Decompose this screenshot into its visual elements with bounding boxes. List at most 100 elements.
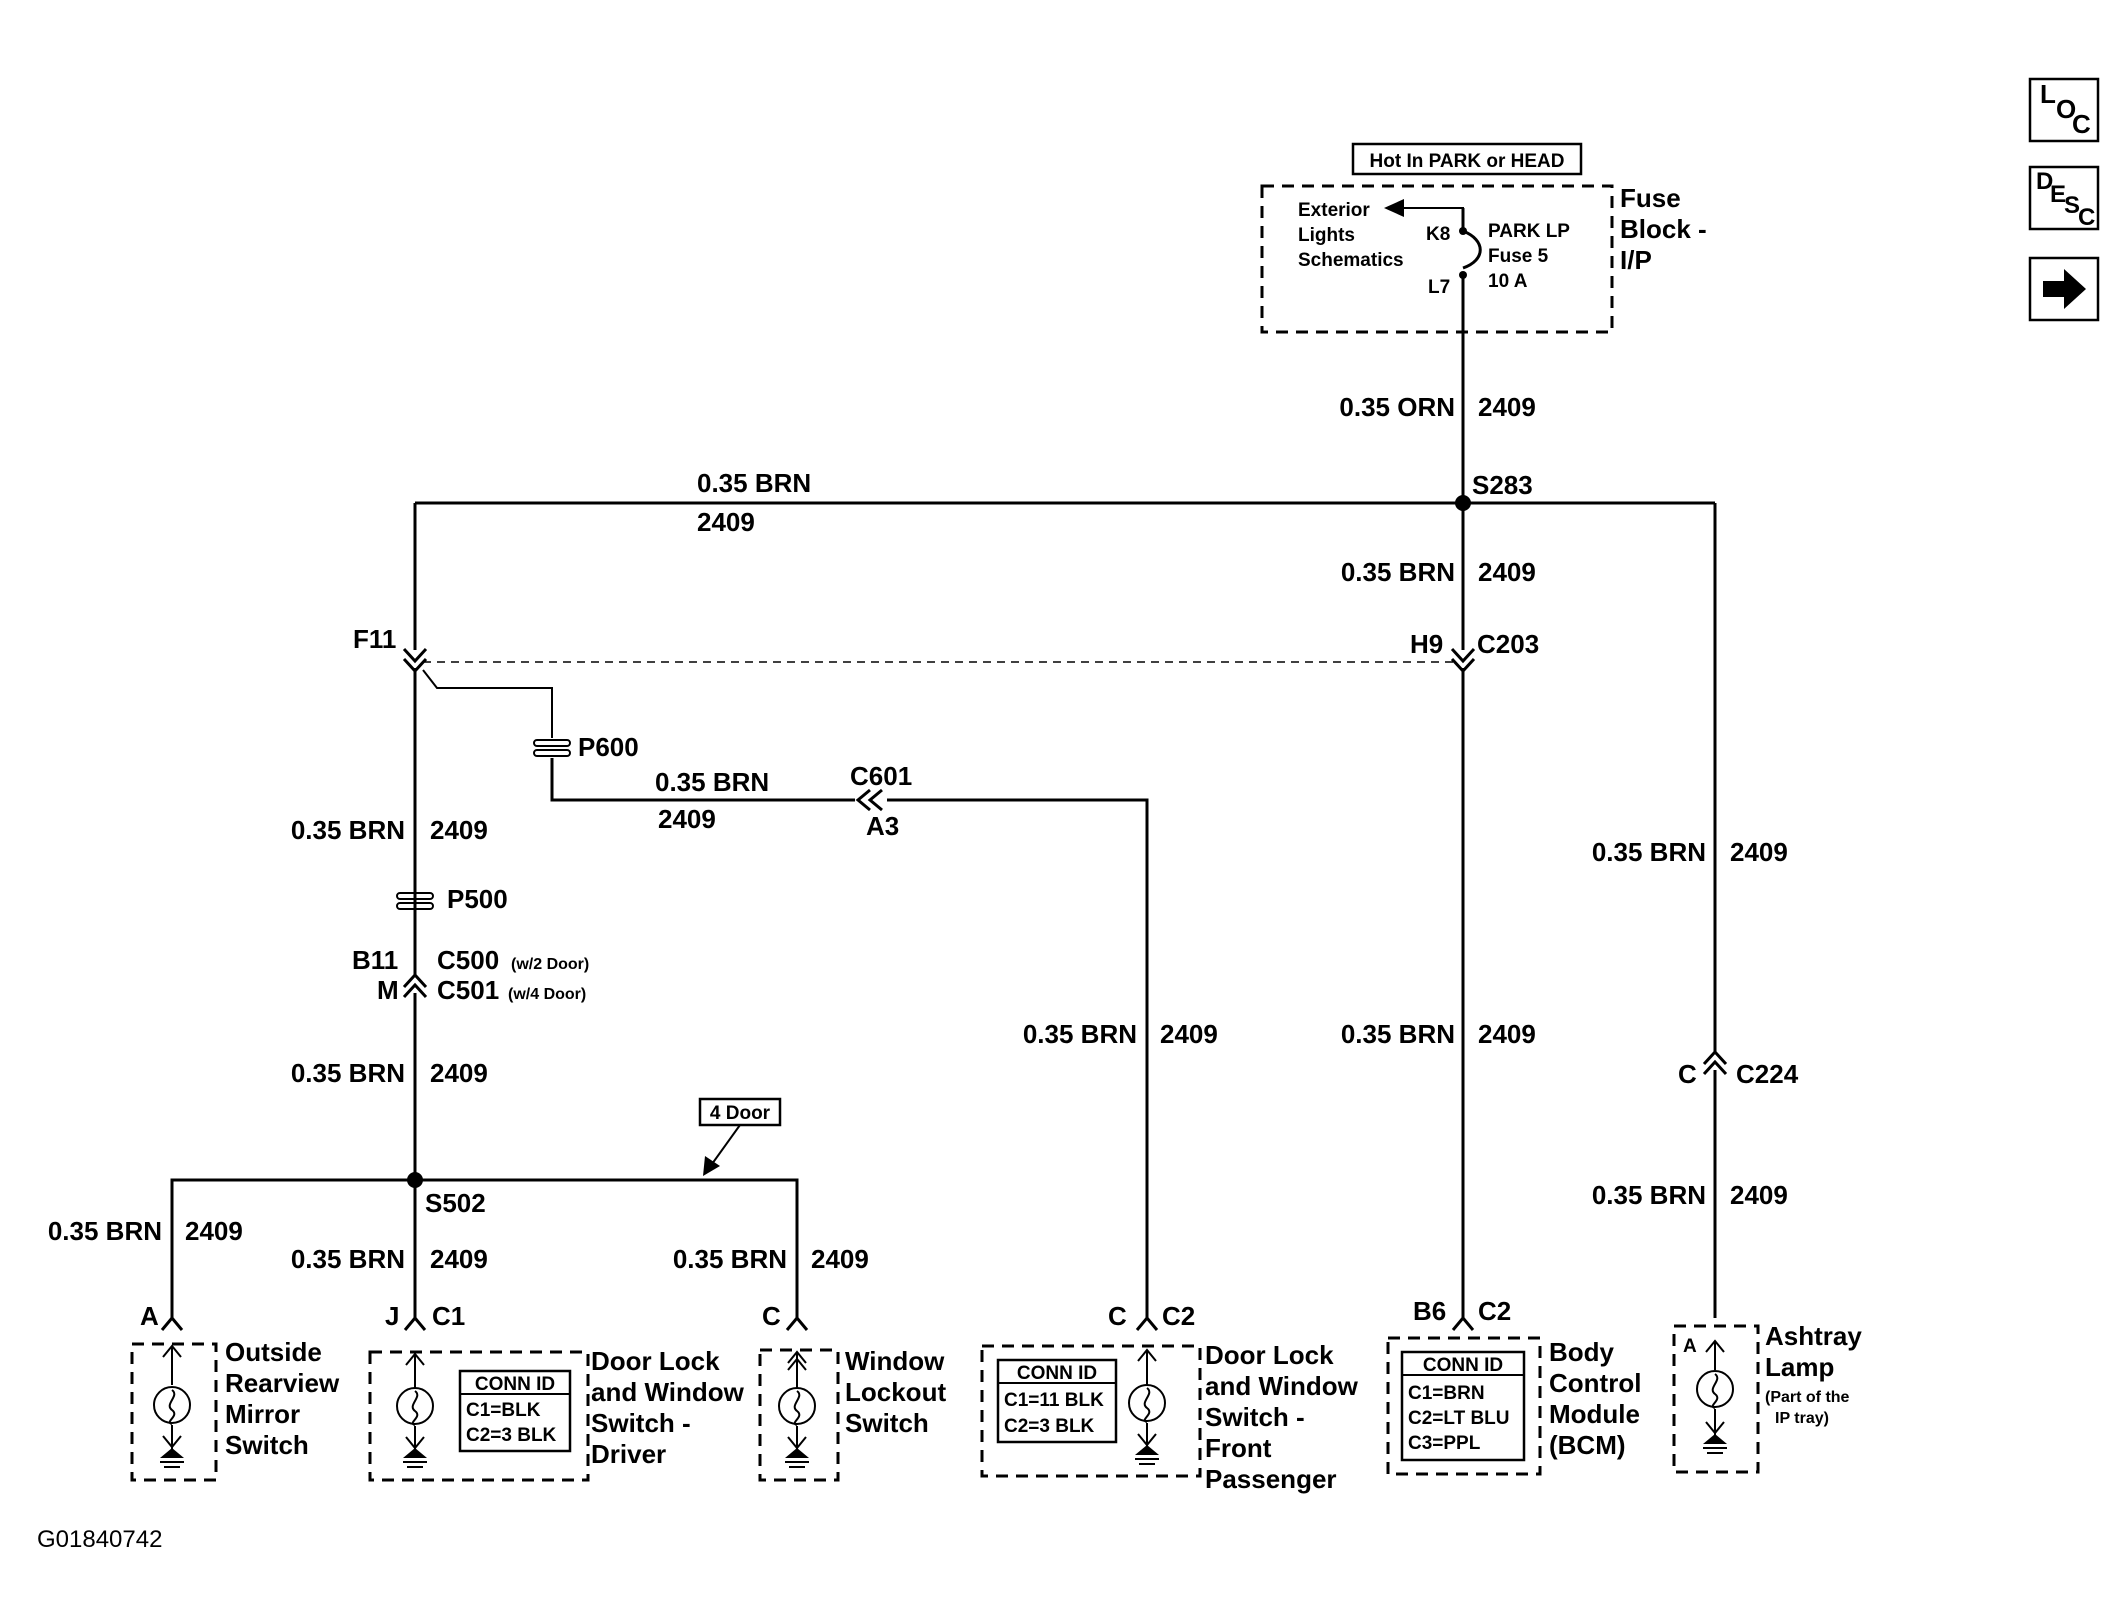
fuse-block-outline xyxy=(1260,184,1614,334)
connector-m-label: M xyxy=(377,975,399,1005)
passenger-conn-id-box xyxy=(996,1358,1118,1444)
driver-name-3: Switch - xyxy=(591,1408,691,1438)
connector-p500-icon xyxy=(396,892,434,910)
loc-button[interactable]: L O C xyxy=(2028,77,2100,143)
ashtray-note-2: IP tray) xyxy=(1775,1410,1829,1427)
bcm-conn-id-title: CONN ID xyxy=(1423,1355,1503,1376)
desc-letter-s: S xyxy=(2064,192,2080,219)
loc-button-box[interactable] xyxy=(2028,77,2100,143)
driver-conn: C1 xyxy=(432,1301,465,1331)
hot-label-box xyxy=(1351,142,1583,176)
wire-label-bcm-brn: 0.35 BRN xyxy=(1341,1019,1455,1049)
ashtray-note-1: (Part of the xyxy=(1765,1389,1850,1406)
four-door-arrow-line xyxy=(711,1124,741,1165)
driver-pin: J xyxy=(385,1301,399,1331)
passenger-name-2: and Window xyxy=(1205,1371,1359,1401)
wire-label-lockout-brn: 0.35 BRN xyxy=(673,1244,787,1274)
bcm-conn-id-c1: C1=BRN xyxy=(1408,1383,1485,1404)
wire-label-c601-circuit: 2409 xyxy=(658,804,716,834)
hot-label: Hot In PARK or HEAD xyxy=(1370,151,1565,172)
driver-name-2: and Window xyxy=(591,1377,745,1407)
driver-terminal-icon xyxy=(403,1315,427,1331)
wire-label-orn: 0.35 ORN xyxy=(1339,392,1455,422)
lockout-name-3: Switch xyxy=(845,1408,929,1438)
connector-p600-icon xyxy=(533,739,571,757)
connector-c203-label: C203 xyxy=(1477,629,1539,659)
bcm-conn-id-box xyxy=(1400,1350,1526,1462)
component-lockout-switch: C Window Lockout Switch xyxy=(758,1301,946,1482)
connector-a3-label: A3 xyxy=(866,811,899,841)
ashtray-pin: A xyxy=(1683,1336,1697,1357)
connector-c500-note: (w/2 Door) xyxy=(511,956,589,973)
wire-labels: 0.35 ORN 2409 0.35 BRN 2409 0.35 BRN 240… xyxy=(48,392,1788,1274)
lockout-ground-icon xyxy=(785,1448,809,1468)
bcm-conn-id-c2: C2=LT BLU xyxy=(1408,1408,1510,1429)
wire-label-f11-circuit: 2409 xyxy=(430,815,488,845)
bcm-name-1: Body xyxy=(1549,1337,1615,1367)
wire-c601-to-passenger xyxy=(887,798,1149,1318)
passenger-outline xyxy=(980,1344,1202,1478)
bcm-name-4: (BCM) xyxy=(1549,1430,1626,1460)
connector-h9-label: H9 xyxy=(1410,629,1443,659)
wire-label-c500-brn: 0.35 BRN xyxy=(291,1058,405,1088)
wire-f11-to-p600 xyxy=(422,669,553,738)
splice-s283-label: S283 xyxy=(1472,470,1533,500)
component-ashtray-lamp: A Ashtray Lamp (Part of the IP tray) xyxy=(1672,1321,1862,1474)
passenger-conn-id-c2: C2=3 BLK xyxy=(1004,1416,1095,1437)
exterior-ref-line-2: Lights xyxy=(1298,225,1355,246)
wire-label-orn-circuit: 2409 xyxy=(1478,392,1536,422)
four-door-label: 4 Door xyxy=(710,1103,771,1124)
wires xyxy=(170,275,1717,1318)
next-button[interactable] xyxy=(2028,256,2100,322)
driver-ground-icon xyxy=(403,1448,427,1468)
wire-label-lockout-circuit: 2409 xyxy=(811,1244,869,1274)
wire-label-c500-circuit: 2409 xyxy=(430,1058,488,1088)
driver-conn-id-box xyxy=(458,1369,572,1453)
fuse-element-icon xyxy=(1462,229,1482,270)
passenger-name-1: Door Lock xyxy=(1205,1340,1334,1370)
bcm-name-3: Module xyxy=(1549,1399,1640,1429)
mirror-ground-icon xyxy=(160,1448,184,1468)
fuse-name-line-3: 10 A xyxy=(1488,271,1528,292)
fuse-pin-in: K8 xyxy=(1426,224,1450,245)
wire-label-f11-brn: 0.35 BRN xyxy=(291,815,405,845)
splice-s283-dot xyxy=(1455,495,1471,511)
wire-label-ashtray-circuit: 2409 xyxy=(1730,837,1788,867)
arrow-down-left-icon xyxy=(703,1156,720,1176)
driver-outline xyxy=(368,1350,590,1482)
connector-c224-icon xyxy=(1702,1049,1728,1076)
connector-b11-label: B11 xyxy=(352,945,398,975)
mirror-terminal-icon xyxy=(160,1315,184,1331)
wire-s502-to-mirror xyxy=(170,1178,415,1318)
connector-f11-label: F11 xyxy=(353,624,396,654)
fuse-name-line-1: PARK LP xyxy=(1488,221,1570,242)
components: A Outside Rearview Mirror Switch J xyxy=(130,1296,1862,1494)
mirror-name-2: Rearview xyxy=(225,1368,340,1398)
component-mirror-switch: A Outside Rearview Mirror Switch xyxy=(130,1301,340,1482)
bcm-conn-id-c3: C3=PPL xyxy=(1408,1433,1481,1454)
wire-label-c224-circuit: 2409 xyxy=(1730,1180,1788,1210)
mirror-switch-icon xyxy=(153,1344,191,1450)
driver-switch-icon xyxy=(396,1352,434,1450)
connectors: S283 S502 F11 H9 C203 P600 C601 A3 P500 … xyxy=(352,470,1799,1218)
connector-f11-icon xyxy=(402,647,428,674)
bcm-outline xyxy=(1386,1336,1542,1476)
wire-label-bcm-circuit: 2409 xyxy=(1478,1019,1536,1049)
mirror-outline xyxy=(130,1342,218,1482)
exterior-arrow-line xyxy=(1400,207,1464,220)
connector-c224-pin: C xyxy=(1678,1059,1697,1089)
bcm-pin: B6 xyxy=(1413,1296,1446,1326)
desc-button[interactable]: D E S C xyxy=(2028,165,2100,231)
wire-label-top-brn: 0.35 BRN xyxy=(697,468,811,498)
fuse-pin-out: L7 xyxy=(1428,277,1450,298)
passenger-conn-id-title: CONN ID xyxy=(1017,1363,1097,1384)
bcm-terminal-icon xyxy=(1451,1315,1475,1331)
wire-label-passenger-circuit: 2409 xyxy=(1160,1019,1218,1049)
connector-p600-label: P600 xyxy=(578,732,639,762)
connector-c601-icon xyxy=(855,788,883,812)
connector-h9-icon xyxy=(1450,647,1476,674)
wire-s502-to-lockout xyxy=(415,1178,799,1318)
desc-button-box[interactable] xyxy=(2028,165,2100,231)
